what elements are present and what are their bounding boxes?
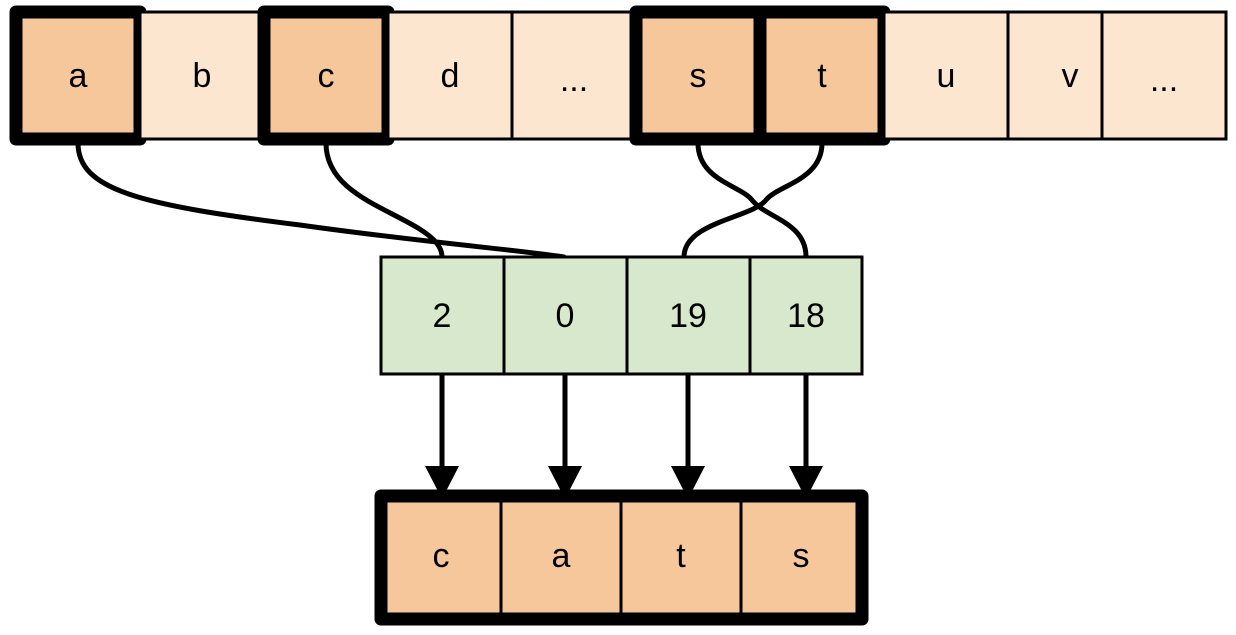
- result-cell-0[interactable]: c: [379, 494, 503, 621]
- alphabet-cell-label: a: [69, 57, 88, 95]
- index-cell-2[interactable]: 19: [625, 255, 752, 376]
- result-cell-2[interactable]: t: [619, 494, 743, 621]
- alphabet-cell-label: ...: [560, 61, 588, 99]
- result-cell-1[interactable]: a: [499, 494, 623, 621]
- connector-c-to-2: [323, 140, 445, 260]
- alphabet-cell-label: b: [193, 57, 212, 95]
- result-cell-label: s: [793, 537, 810, 575]
- alphabet-cell-ellipsis-right[interactable]: ...: [1100, 10, 1228, 141]
- alphabet-cell-u[interactable]: u: [882, 10, 1010, 141]
- alphabet-cell-t[interactable]: t: [753, 5, 891, 146]
- alphabet-cell-label: ...: [1150, 61, 1178, 99]
- alphabet-cell-a[interactable]: a: [9, 5, 147, 146]
- index-cell-1[interactable]: 0: [502, 255, 629, 376]
- result-array-outline: [374, 489, 869, 626]
- alphabet-cell-label: s: [690, 57, 707, 95]
- alphabet-cell-b[interactable]: b: [138, 10, 266, 141]
- index-array: 2 0 19 18: [379, 255, 864, 376]
- alphabet-cell-c[interactable]: c: [257, 5, 395, 146]
- index-cell-label: 0: [556, 297, 575, 335]
- result-cell-label: t: [676, 537, 686, 575]
- result-cell-label: a: [552, 537, 571, 575]
- connector-curves: [75, 140, 825, 260]
- index-cell-label: 19: [669, 297, 707, 335]
- alphabet-cell-s[interactable]: s: [629, 5, 767, 146]
- alphabet-cell-label: d: [441, 57, 460, 95]
- connector-t-to-19: [681, 140, 825, 260]
- index-cell-0[interactable]: 2: [379, 255, 506, 376]
- alphabet-array: a b c d ... s: [9, 5, 1228, 146]
- index-cell-3[interactable]: 18: [748, 255, 864, 376]
- result-cell-label: c: [433, 537, 450, 575]
- result-cell-3[interactable]: s: [739, 494, 864, 621]
- alphabet-cell-label: v: [1062, 57, 1079, 95]
- connector-a-to-0: [75, 140, 567, 260]
- result-array: c a t s: [374, 489, 869, 626]
- alphabet-cell-label: t: [817, 57, 827, 95]
- alphabet-cell-ellipsis-left[interactable]: ...: [510, 10, 638, 141]
- index-cell-label: 2: [433, 297, 452, 335]
- index-to-result-arrows: [425, 374, 823, 499]
- alphabet-cell-label: c: [318, 57, 335, 95]
- alphabet-cell-d[interactable]: d: [386, 10, 514, 141]
- index-cell-label: 18: [787, 297, 825, 335]
- alphabet-cell-label: u: [937, 57, 956, 95]
- connector-s-to-18: [695, 140, 809, 260]
